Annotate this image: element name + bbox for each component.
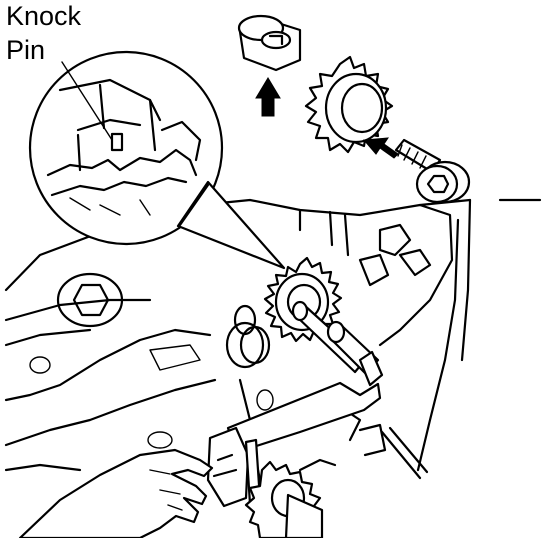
- knock-pin: [110, 132, 124, 152]
- guide-rod: [380, 426, 429, 480]
- arrow-down-left-icon: [362, 137, 399, 159]
- gear-bolt: [394, 138, 471, 204]
- callout-label-line2: Pin: [6, 35, 46, 65]
- bolt-boss: [56, 272, 124, 328]
- hand: [18, 448, 214, 538]
- callout-label-line1: Knock: [6, 1, 82, 31]
- lower-sprocket: [244, 460, 324, 538]
- callout-leader: [61, 61, 113, 141]
- exploded-timing-gear: [304, 55, 394, 154]
- socket-extension: [291, 300, 384, 387]
- engine-block: [4, 198, 542, 482]
- magnified-inset: [28, 50, 286, 270]
- arrow-up-icon: [255, 77, 281, 117]
- holding-tool: [206, 381, 382, 508]
- cam-bushing: [237, 14, 302, 72]
